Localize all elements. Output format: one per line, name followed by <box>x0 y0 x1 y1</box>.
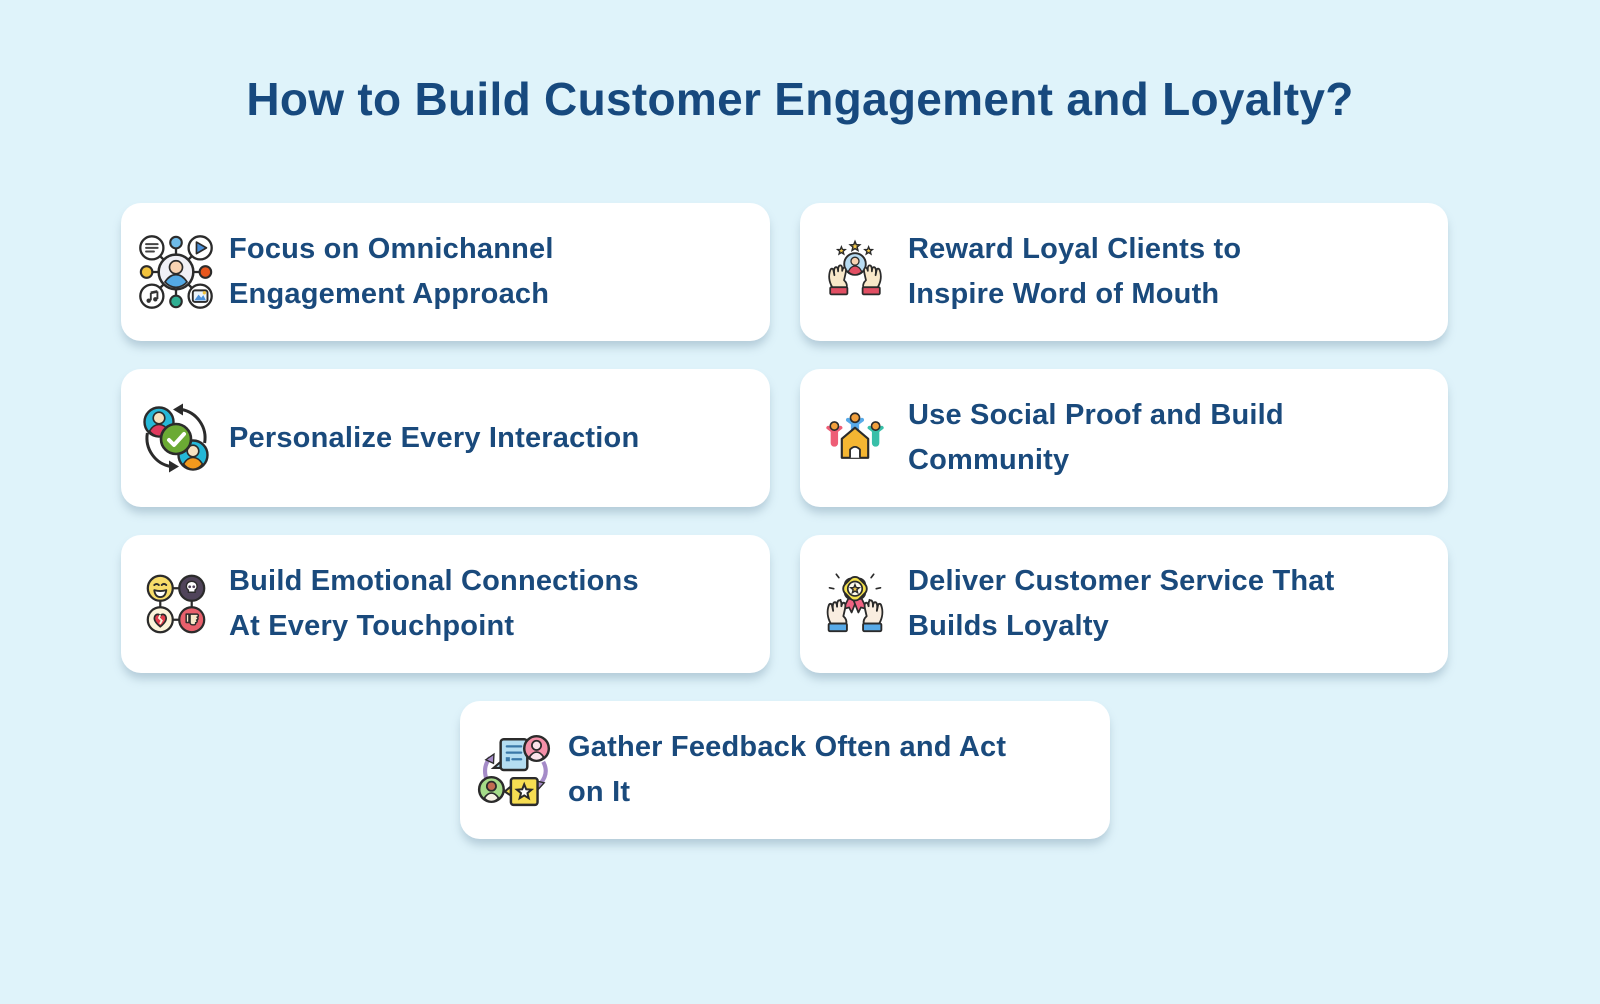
feedback-loop-icon <box>472 729 558 811</box>
card-label: Focus on Omnichannel Engagement Approach <box>229 233 554 310</box>
users-sync-check-icon <box>133 398 219 478</box>
card-emotional: Build Emotional Connections At Every Tou… <box>121 535 770 673</box>
card-label: Use Social Proof and Build Community <box>908 399 1284 476</box>
card-label: Deliver Customer Service That Builds Loy… <box>908 565 1335 642</box>
card-social-proof: Use Social Proof and Build Community <box>800 369 1448 507</box>
omnichannel-network-icon <box>133 230 219 314</box>
hands-holding-customer-icon <box>812 234 898 310</box>
page-title: How to Build Customer Engagement and Loy… <box>246 73 1354 125</box>
card-reward: Reward Loyal Clients to Inspire Word of … <box>800 203 1448 341</box>
community-house-icon <box>812 405 898 471</box>
card-feedback: Gather Feedback Often and Act on It <box>460 701 1110 839</box>
card-label: Reward Loyal Clients to Inspire Word of … <box>908 233 1242 310</box>
card-personalize: Personalize Every Interaction <box>121 369 770 507</box>
card-omnichannel: Focus on Omnichannel Engagement Approach <box>121 203 770 341</box>
card-label: Build Emotional Connections At Every Tou… <box>229 565 639 642</box>
card-label: Gather Feedback Often and Act on It <box>568 731 1007 808</box>
emotions-grid-icon <box>133 567 219 641</box>
cards-grid: Focus on Omnichannel Engagement Approach… <box>121 203 1448 839</box>
card-label: Personalize Every Interaction <box>229 421 640 454</box>
hands-holding-badge-icon <box>812 565 898 643</box>
card-service: Deliver Customer Service That Builds Loy… <box>800 535 1448 673</box>
